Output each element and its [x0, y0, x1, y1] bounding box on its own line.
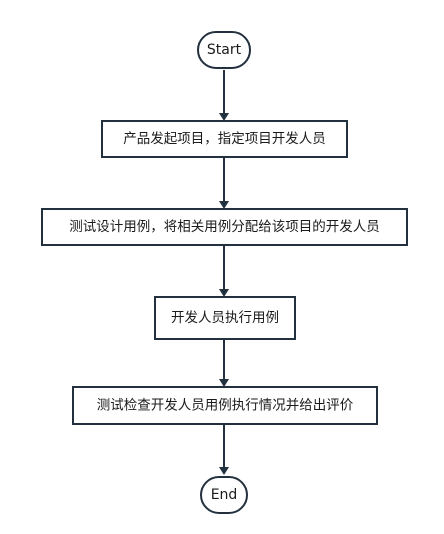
arrow-head-step3-to-step4: [219, 379, 229, 387]
process-step-1-label: 产品发起项目，指定项目开发人员: [123, 131, 326, 147]
arrow-head-step2-to-step3: [219, 289, 229, 297]
process-step-3: 开发人员执行用例: [154, 296, 296, 340]
arrow-head-start-to-step1: [219, 113, 229, 121]
start-label: Start: [207, 42, 242, 58]
process-step-3-label: 开发人员执行用例: [171, 310, 279, 326]
process-step-4-label: 测试检查开发人员用例执行情况并给出评价: [97, 398, 354, 414]
flow-connectors: [219, 70, 229, 475]
start-shape: [197, 31, 251, 69]
process-step-2: 测试设计用例，将相关用例分配给该项目的开发人员: [41, 208, 408, 246]
process-step-2-label: 测试设计用例，将相关用例分配给该项目的开发人员: [69, 219, 380, 235]
arrow-head-step1-to-step2: [219, 201, 229, 209]
process-step-2-shape: [41, 208, 408, 246]
process-step-4-shape: [72, 386, 378, 425]
end-label: End: [211, 487, 238, 503]
process-step-4: 测试检查开发人员用例执行情况并给出评价: [72, 386, 378, 425]
end-shape: [200, 476, 248, 514]
process-step-3-shape: [154, 296, 296, 340]
arrow-head-step4-to-end: [219, 467, 229, 475]
end-node: End: [200, 476, 248, 514]
process-step-1: 产品发起项目，指定项目开发人员: [101, 120, 348, 158]
start-node: Start: [197, 31, 251, 69]
process-step-1-shape: [101, 120, 348, 158]
